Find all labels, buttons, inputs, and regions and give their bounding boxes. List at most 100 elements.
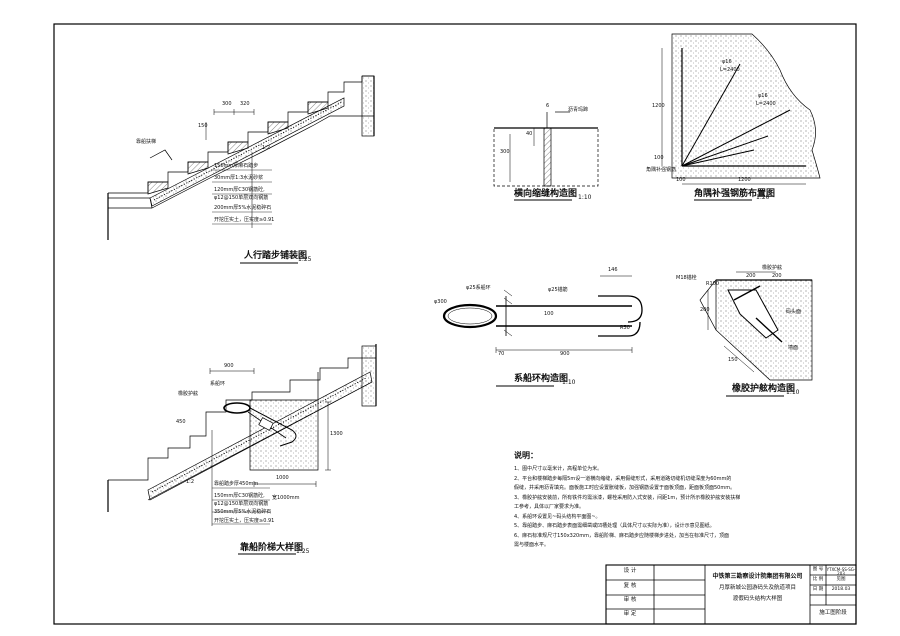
joint-filler: 沥青玛蹄 — [568, 107, 589, 113]
joint-detail-figure — [493, 111, 599, 201]
field-value-scale: 见图 — [836, 577, 846, 582]
fender-w1: 200 — [746, 273, 756, 279]
angle-title: 角隅补强钢筋布置图 — [694, 189, 776, 199]
angle-r2: φ16 — [758, 93, 768, 99]
drawing-border — [53, 23, 857, 625]
angle-len1: L=2400 — [720, 67, 740, 73]
stair-rail-label: 靠船扶梯 — [136, 139, 157, 145]
drawing-name: 渡假码头结构大样图 — [732, 596, 783, 602]
stair-section-figure — [107, 75, 375, 264]
angle-edge-v: 100 — [654, 155, 664, 161]
mooring-ring-figure — [442, 275, 643, 387]
ring-hook: 146 — [608, 267, 618, 273]
ladder-dim-step: 450 — [176, 419, 186, 425]
angle-scale: 1:20 — [756, 194, 770, 201]
stair-layer-3: 120mm厚C30钢筋砼, — [214, 187, 265, 193]
stair-section-title: 人行踏步铺装图 — [244, 251, 308, 261]
role-review: 复 核 — [623, 583, 637, 589]
stair-layer-2: 30mm厚1:3水泥砂浆 — [214, 175, 264, 181]
ring-len: 900 — [560, 351, 570, 357]
fender-title: 橡胶护舷构造图 — [732, 384, 796, 394]
stair-slope: 1:2 — [262, 145, 271, 151]
note-line-4: 3、橡胶护舷安装前，所有铁件均需涂漆，螺栓采用防入式安装，间距1m，预计所示橡胶… — [514, 494, 741, 501]
ring-bar-label: φ25锚筋 — [548, 287, 568, 293]
project-name: 月厚新城公园游码头及航道项目 — [718, 585, 796, 591]
ring-dia: φ300 — [434, 299, 447, 305]
fender-label: 橡胶护舷 — [762, 265, 783, 271]
field-label-scale: 比 例 — [812, 577, 824, 582]
stair-section-scale: 1:25 — [298, 256, 312, 263]
ladder-slope: 1:2 — [186, 479, 195, 485]
note-line-5: 工参考，具体以厂家要求为准。 — [514, 504, 585, 511]
ladder-dim-top: 900 — [224, 363, 234, 369]
ladder-layer-5: 开挖压实土，压实度≥0.91 — [214, 518, 275, 524]
field-value-number: YTXCM-SS-SG-203 — [826, 567, 856, 576]
stair-layer-4: φ12@150单层双向钢筋 — [214, 195, 269, 201]
fender-radius: R100 — [706, 281, 720, 287]
company-name: 中铁第三勘察设计院集团有限公司 — [712, 573, 803, 580]
ladder-title: 靠船阶梯大样图 — [240, 543, 304, 553]
stair-dim-riser: 150 — [198, 123, 208, 129]
role-design: 设 计 — [623, 568, 637, 574]
general-notes: 说明： 1、图中尺寸以毫米计，高程单位为米。 2、平台和楼梯踏步每隔5m设一道横… — [514, 448, 812, 551]
stair-layer-1: 150mm厚麻石踏步 — [214, 163, 259, 169]
title-block — [605, 564, 857, 625]
fender-wall: 墙面 — [788, 345, 799, 351]
note-line-3: 假缝，并采用沥青填充。面板施工时应设置胀缝板，加强钢筋设置于面板顶面，距面板顶面… — [514, 485, 736, 492]
role-approve: 审 定 — [623, 611, 637, 617]
ladder-dim-base: 1000 — [276, 475, 289, 481]
design-stage: 施工图阶段 — [819, 610, 847, 616]
angle-edge-h: 100 — [676, 177, 686, 183]
notes-heading: 说明： — [514, 451, 538, 460]
fender-w2: 200 — [772, 273, 782, 279]
field-value-date: 2018.03 — [831, 587, 851, 592]
fender-bolt: M18锚栓 — [676, 275, 697, 281]
fender-side: 150 — [728, 357, 738, 363]
ring-gap: 100 — [544, 311, 554, 317]
berthing-ladder-figure — [107, 344, 377, 555]
ladder-layer-4: 350mm厚5%水泥稳碎石 — [214, 509, 272, 515]
joint-gap: 6 — [546, 103, 550, 109]
ladder-fender-label: 橡胶护舷 — [178, 391, 199, 397]
fender-scale: 1:10 — [786, 389, 800, 396]
ring-scale: 1:10 — [562, 379, 576, 386]
note-line-6: 4、系船环设置见~码头结构平面图~。 — [514, 513, 601, 520]
angle-r1: φ16 — [722, 59, 732, 65]
fender-h1: 200 — [700, 307, 710, 313]
angle-dim-h: 1200 — [738, 177, 751, 183]
ladder-layer-3: φ12@150单层双向钢筋 — [214, 501, 269, 507]
note-line-9: 需与楼面水平。 — [514, 542, 550, 549]
joint-title: 横向缩缝构造图 — [514, 189, 578, 199]
angle-base-label: 角隅补强钢筋 — [646, 167, 677, 173]
ladder-ring-width: 宽1000mm — [272, 495, 300, 501]
ladder-scale: 1:25 — [296, 548, 310, 555]
field-label-number: 图 号 — [812, 567, 824, 572]
role-check: 审 核 — [623, 597, 637, 603]
ring-ring-label: φ25系船环 — [466, 285, 491, 291]
angle-dim-v: 1200 — [652, 103, 665, 109]
ring-hook-r: R50 — [620, 325, 630, 331]
note-line-8: 6、麻石标准规尺寸150x320mm，靠船阶梯、麻石踏步应随楼梯步进处，加当在标… — [514, 532, 729, 539]
note-line-7: 5、靠船踏步、麻石踏步表面需细凿或凹槽处理（具体尺寸以实际为准），设计示意见图纸… — [514, 523, 715, 530]
stair-dim-tread: 300 — [222, 101, 232, 107]
angle-detail-figure — [661, 33, 821, 201]
stair-layer-6: 开挖压实土，压实度≥0.91 — [214, 217, 275, 223]
stair-layer-5: 200mm厚5%水泥稳碎石 — [214, 205, 272, 211]
joint-thick: 300 — [500, 149, 510, 155]
joint-depth: 40 — [526, 131, 533, 137]
ladder-dim-height: 1300 — [330, 431, 343, 437]
angle-len2: L=2400 — [756, 101, 776, 107]
field-label-date: 日 期 — [812, 587, 824, 592]
ring-title: 系船环构造图 — [514, 374, 569, 384]
ladder-ring-label: 系船环 — [210, 381, 226, 387]
note-line-1: 1、图中尺寸以毫米计，高程单位为米。 — [514, 466, 603, 473]
fender-deck: 码头面 — [786, 309, 802, 315]
joint-scale: 1:10 — [578, 194, 592, 201]
note-line-2: 2、平台和楼梯踏步每隔5m设一道横向缩缝，采用假缝形式，采用道路切缝机切缝深度为… — [514, 475, 732, 482]
ladder-layer-1: 靠船踏步厚450mm — [214, 481, 259, 487]
ring-left: 70 — [498, 351, 505, 357]
ladder-layer-2: 150mm厚C30钢筋砼, — [214, 493, 265, 499]
stair-dim-tread2: 320 — [240, 101, 250, 107]
fender-detail-figure — [699, 271, 813, 397]
